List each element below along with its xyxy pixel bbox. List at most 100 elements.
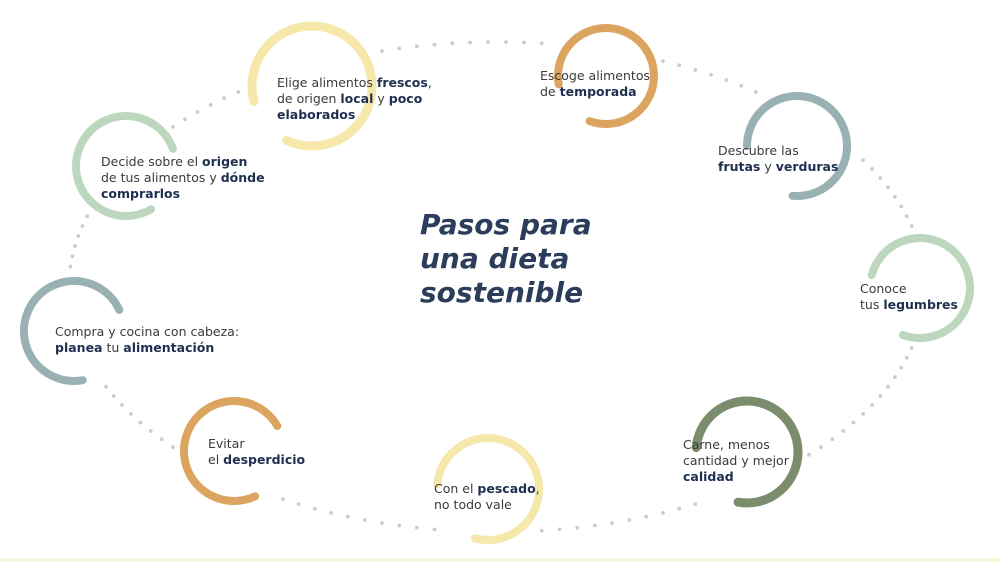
connector-dot (432, 527, 437, 532)
step-label-line: Elige alimentos frescos, (277, 75, 432, 91)
label-text: Compra y cocina con cabeza: (55, 324, 240, 339)
connector-dot (870, 167, 874, 171)
highlight-text: temporada (559, 84, 637, 99)
step-label-6: Con el pescado,no todo vale (434, 481, 540, 513)
connector-dot (111, 394, 116, 398)
highlight-text: verduras (775, 159, 839, 174)
label-text: Evitar (208, 436, 245, 451)
connector-dot (159, 437, 164, 442)
connector-dot (138, 420, 143, 425)
label-text: , (427, 75, 432, 90)
connector-dot (397, 46, 402, 51)
connector-dot (129, 412, 133, 416)
step-label-line: Conoce (860, 281, 958, 297)
connector-dot (296, 502, 301, 506)
highlight-text: poco (388, 91, 423, 106)
label-text: Descubre las (718, 143, 799, 158)
step-label-line: Escoge alimentos (540, 68, 650, 84)
highlight-text: alimentación (123, 340, 215, 355)
connector-dot (104, 384, 108, 389)
diagram-title: Pasos para una dieta sostenible (420, 208, 592, 310)
connector-dot (893, 375, 897, 380)
dark-green-ring-icon (691, 396, 803, 508)
step-rings (19, 21, 974, 545)
highlight-text: planea (55, 340, 103, 355)
title-line-1: Pasos para (420, 208, 592, 241)
connector-dot (539, 528, 544, 533)
connector-dot (899, 204, 904, 209)
connector-dot (329, 511, 333, 515)
bottom-strip (0, 558, 1000, 562)
label-text: no todo vale (434, 497, 512, 512)
connector-dot (345, 514, 350, 519)
step-label-line: planea tu alimentación (55, 340, 239, 356)
connector-dot (539, 41, 544, 46)
step-label-line: Con el pescado, (434, 481, 540, 497)
connector-dot (76, 234, 81, 239)
connector-dot (80, 224, 85, 229)
label-text: de (540, 84, 560, 99)
connector-dot (861, 158, 865, 163)
highlight-text: frutas (718, 159, 761, 174)
connector-dot (861, 412, 865, 416)
connector-dot (878, 394, 883, 398)
highlight-text: frescos (376, 75, 428, 90)
step-label-line: Compra y cocina con cabeza: (55, 324, 239, 340)
label-text: tus (860, 297, 884, 312)
connector-dot (312, 506, 317, 511)
connector-dot (85, 214, 90, 219)
connector-dot (380, 521, 384, 525)
label-text: tu (102, 340, 124, 355)
step-label-line: elaborados (277, 107, 432, 123)
label-text: Escoge alimentos (540, 68, 650, 83)
step-label-line: Carne, menos (683, 437, 789, 453)
connector-dot (753, 90, 758, 94)
yellow-ring-icon (247, 21, 377, 151)
step-label-line: el desperdicio (208, 452, 305, 468)
connector-dot (592, 523, 597, 528)
yellow-ring-icon (433, 434, 543, 545)
connector-dot (195, 110, 200, 114)
connector-dot (468, 40, 472, 45)
step-label-line: Descubre las (718, 143, 838, 159)
connector-dot (148, 429, 153, 433)
connector-dot (183, 117, 187, 122)
connector-dot (661, 511, 665, 515)
connector-dot (709, 72, 713, 77)
blue-grey-ring-icon (19, 277, 124, 385)
step-label-line: de tus alimentos y dónde (101, 170, 265, 186)
connector-dot (522, 40, 526, 45)
connector-dot (504, 40, 508, 44)
step-label-1: Elige alimentos frescos,de origen local … (277, 75, 432, 123)
step-label-line: comprarlos (101, 186, 265, 202)
step-label-line: frutas y verduras (718, 159, 838, 175)
label-text: Decide sobre el (101, 154, 203, 169)
connector-dot (450, 41, 455, 46)
title-line-3: sostenible (420, 276, 584, 309)
highlight-text: pescado (477, 481, 536, 496)
connector-dot (893, 194, 897, 199)
connector-dot (878, 176, 883, 181)
connector-dot (70, 254, 75, 259)
highlight-text: dónde (220, 170, 265, 185)
step-label-8: Compra y cocina con cabeza:planea tu ali… (55, 324, 239, 356)
label-text: Conoce (860, 281, 907, 296)
step-label-line: de origen local y poco (277, 91, 432, 107)
connector-dot (73, 244, 77, 249)
connector-dot (414, 44, 419, 49)
connector-dot (432, 42, 437, 47)
light-green-ring-icon (867, 234, 974, 343)
label-text: de origen (277, 91, 341, 106)
connector-dot (886, 384, 890, 389)
connector-dot (68, 264, 73, 269)
connector-dot (486, 40, 490, 44)
connector-dot (414, 525, 419, 530)
blue-grey-ring-icon (743, 92, 851, 200)
connector-dot (397, 523, 402, 528)
connector-dot (677, 63, 682, 68)
